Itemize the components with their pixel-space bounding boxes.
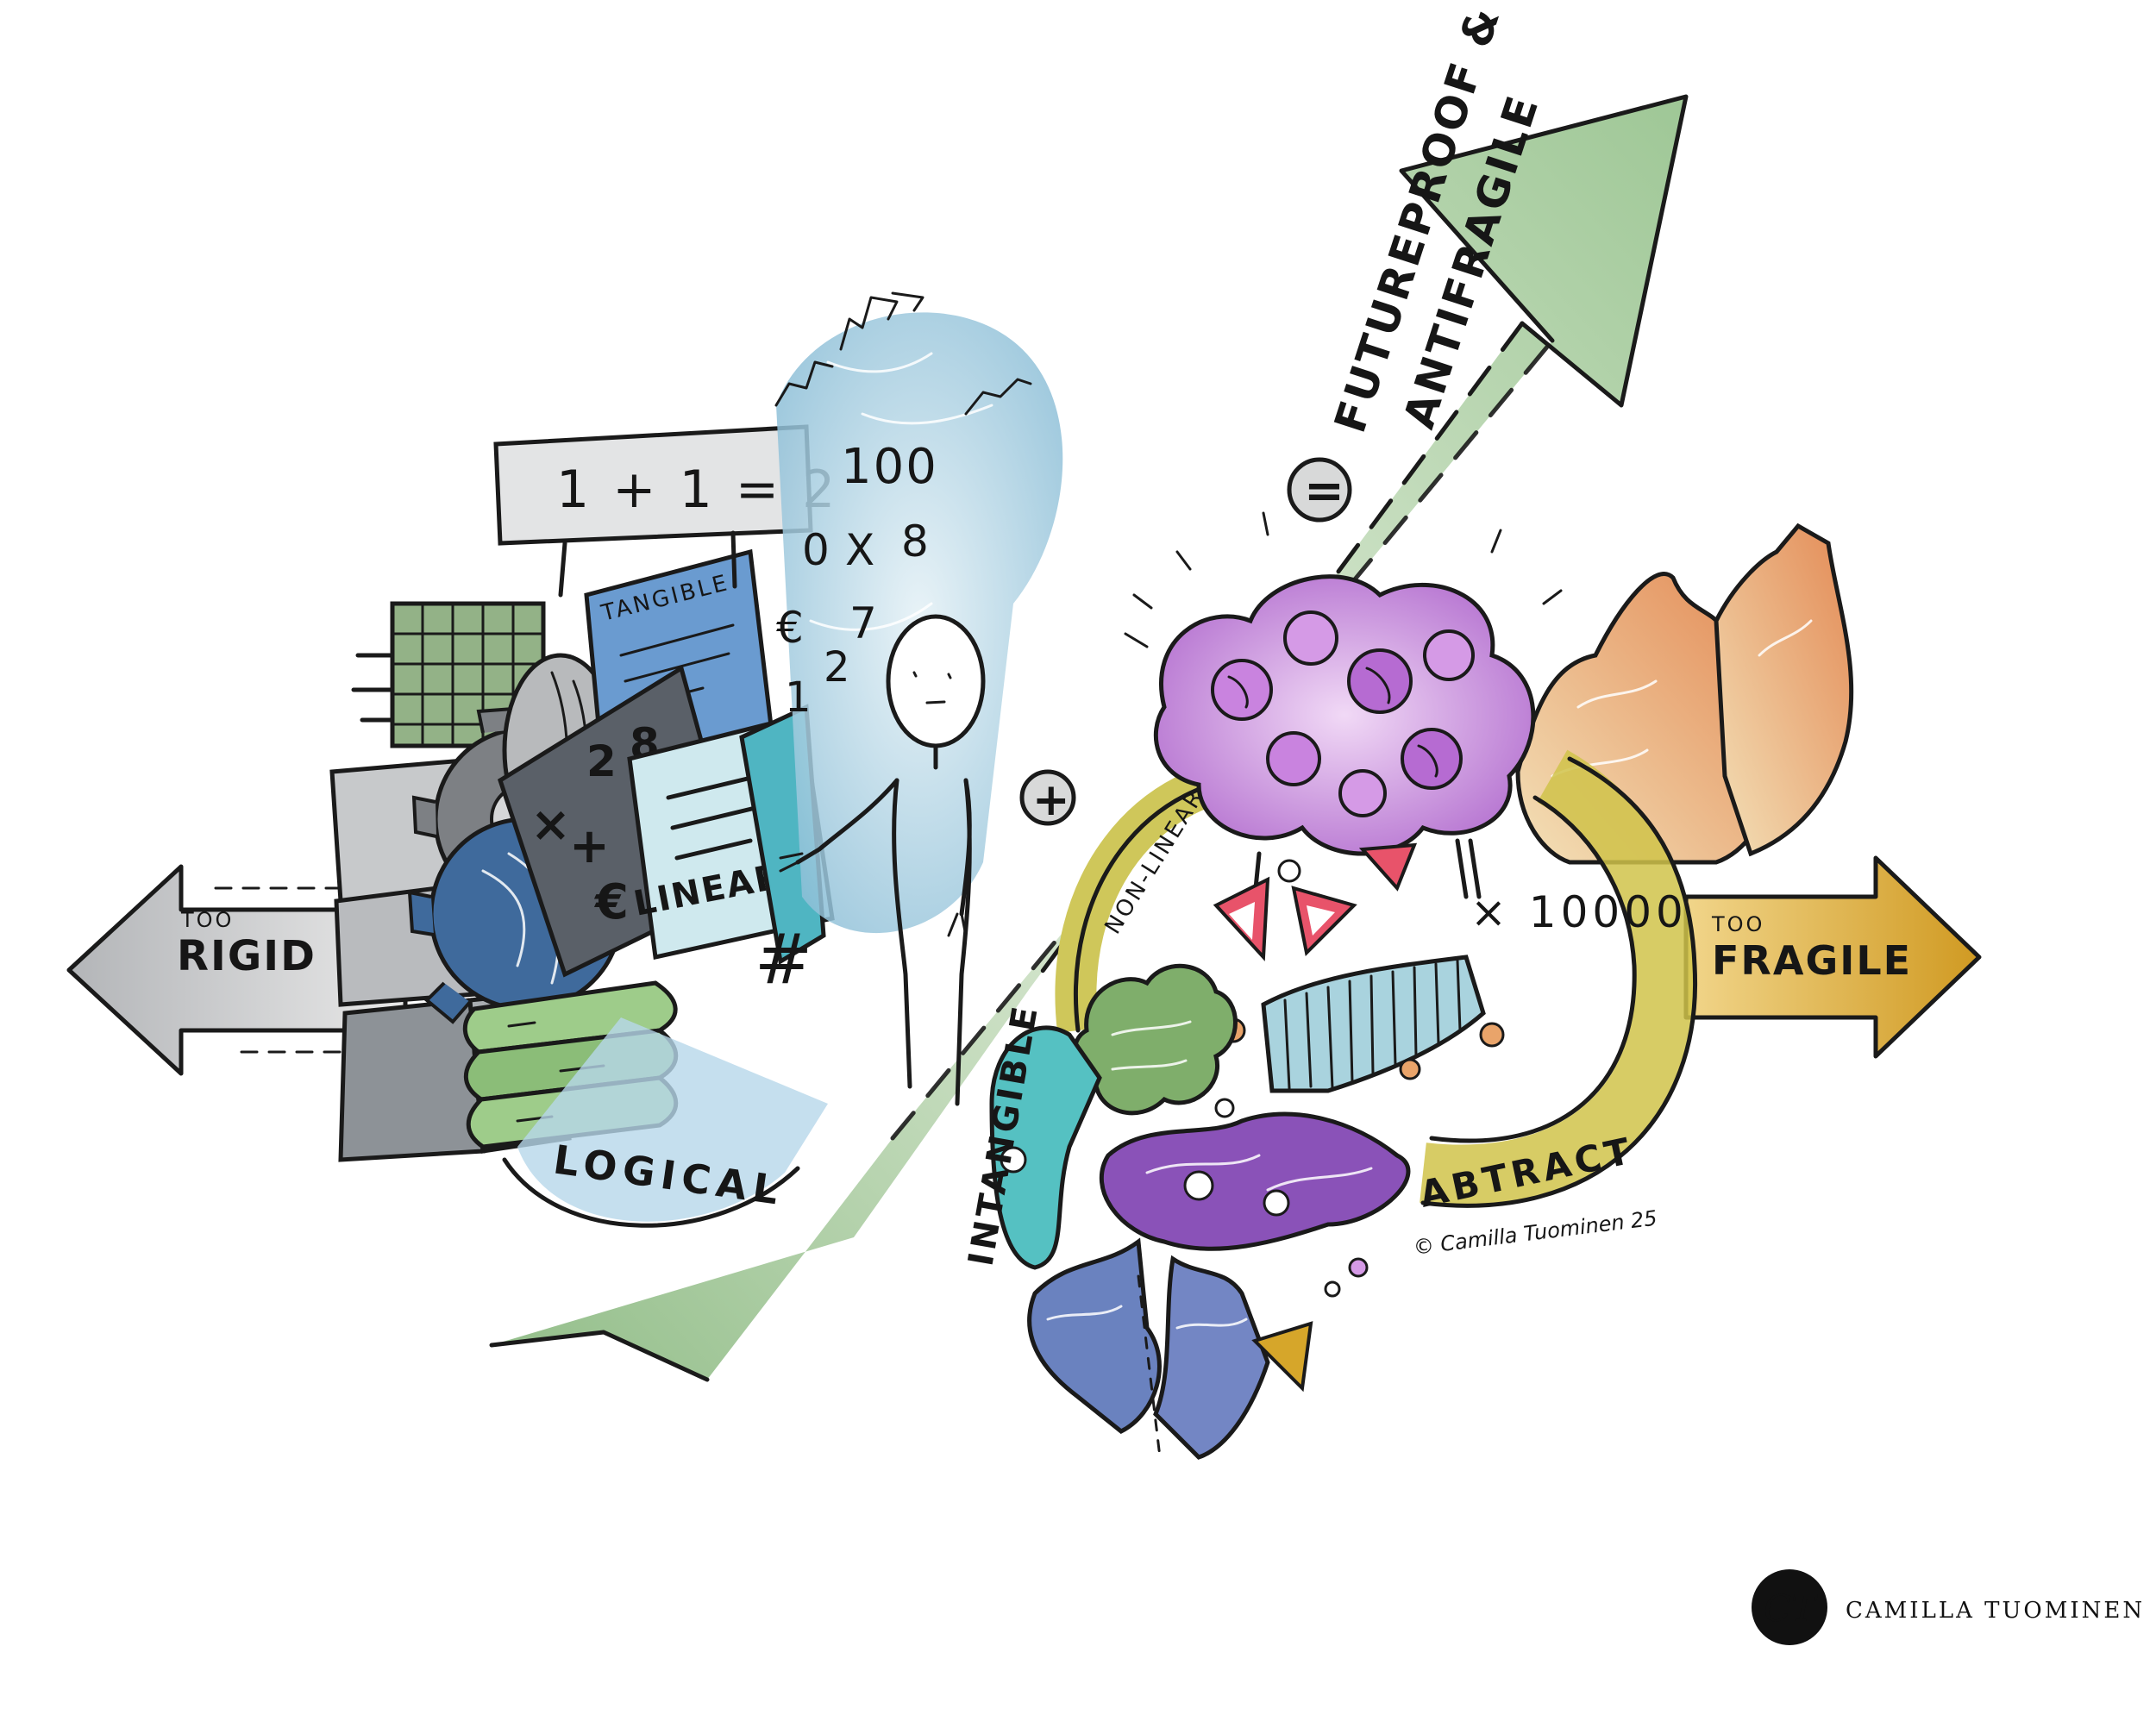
- too-rigid-small: TOO: [180, 908, 234, 932]
- blue-water: [1027, 1237, 1270, 1460]
- abstract-shapes: × 10000: [1114, 842, 1688, 1118]
- gold-triangle: [1251, 1257, 1369, 1393]
- logical-blob: LOGICAL: [502, 1017, 828, 1228]
- rigid-cluster: TANGIBLE × 2 8 + € LINEAR: [329, 548, 835, 1228]
- equals-symbol: =: [1304, 463, 1344, 519]
- number-7: 7: [849, 598, 877, 648]
- number-x: X: [845, 525, 874, 575]
- number-euro: €: [776, 603, 804, 653]
- hash-symbol: #: [755, 919, 812, 999]
- violet-waves: [1099, 1111, 1411, 1251]
- too-rigid-label: RIGID: [177, 932, 317, 980]
- multiplier-label: × 10000: [1470, 887, 1688, 937]
- calc-symbol-2: 2: [586, 736, 617, 786]
- number-8: 8: [901, 516, 929, 567]
- purple-brain-cloud: [1124, 511, 1563, 899]
- plus-circle: +: [1019, 769, 1076, 826]
- number-100: 100: [841, 439, 938, 495]
- artist-signature: © Camilla Tuominen 25: [1412, 1206, 1658, 1260]
- number-1: 1: [785, 673, 812, 722]
- too-fragile-label: FRAGILE: [1712, 937, 1912, 984]
- calc-symbol-4: +: [569, 818, 610, 874]
- too-fragile-small: TOO: [1711, 912, 1764, 936]
- brand-logo: CT CAMILLA TUOMINEN: [1752, 1569, 2145, 1645]
- number-2: 2: [824, 643, 850, 692]
- calc-symbol-1: ×: [530, 797, 571, 853]
- green-leaf-cloud: [1072, 963, 1238, 1116]
- plus-symbol: +: [1032, 774, 1070, 826]
- number-0: 0: [802, 525, 830, 575]
- too-rigid-arrow: TOO RIGID: [66, 864, 408, 1076]
- equals-circle: =: [1287, 457, 1352, 523]
- too-fragile-arrow: TOO FRAGILE: [1683, 855, 1982, 1059]
- calc-symbol-5: €: [593, 874, 629, 930]
- brand-mark: CT: [1764, 1587, 1818, 1630]
- intangible-shape: INTANGIBLE: [962, 1000, 1102, 1270]
- person-figure: [779, 614, 986, 1106]
- brand-name: CAMILLA TUOMINEN: [1846, 1598, 2145, 1624]
